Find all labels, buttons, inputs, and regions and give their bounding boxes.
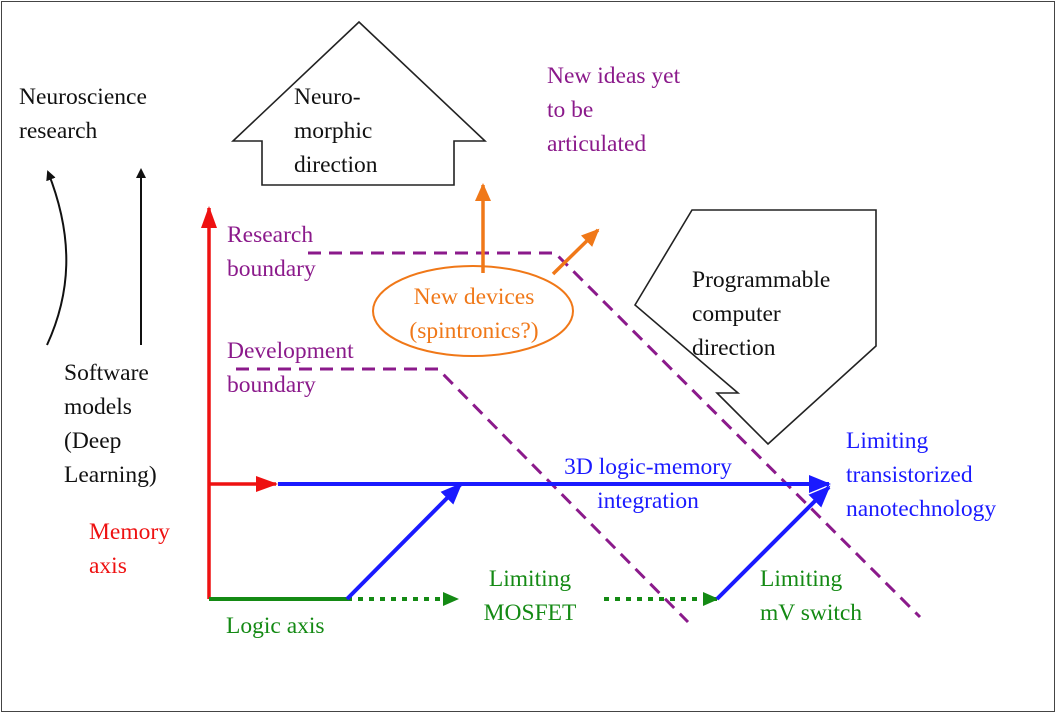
software-models-label: Software models (Deep Learning) xyxy=(64,356,157,492)
programmable-block-arrow xyxy=(633,209,877,446)
programmable-line-2: computer xyxy=(692,301,781,327)
development-boundary-line-2: boundary xyxy=(227,372,316,398)
limiting-mosfet-line-2: MOSFET xyxy=(483,600,577,626)
limiting-mosfet-label: Limiting MOSFET xyxy=(470,562,590,630)
new-devices-label: New devices (spintronics?) xyxy=(379,280,569,348)
new-ideas-line-1: New ideas yet xyxy=(547,63,681,89)
integration-3d-label: 3D logic-memory integration xyxy=(528,450,768,518)
neuroscience-curved-arrow xyxy=(46,170,68,346)
new-ideas-label: New ideas yet to be articulated xyxy=(547,59,680,161)
integration-diagonal-arrow-2 xyxy=(715,485,831,601)
limiting-mv-switch-label: Limiting mV switch xyxy=(760,562,862,630)
new-ideas-line-2: to be xyxy=(547,97,594,123)
limiting-mv-switch-line-2: mV switch xyxy=(760,600,863,626)
limiting-transistorized-line-1: Limiting xyxy=(846,428,929,454)
software-line-3: (Deep xyxy=(64,428,122,454)
software-line-4: Learning) xyxy=(64,462,157,488)
programmable-direction-label: Programmable computer direction xyxy=(692,263,830,365)
development-boundary-line-1: Development xyxy=(227,338,354,364)
neuroscience-line-2: research xyxy=(19,118,98,144)
software-line-1: Software xyxy=(64,360,149,386)
devices-diagonal-arrow xyxy=(551,228,600,276)
neuroscience-line-1: Neuroscience xyxy=(19,84,147,110)
neuromorphic-block-arrow xyxy=(230,20,488,186)
limiting-transistorized-line-2: transistorized xyxy=(846,462,973,488)
software-line-2: models xyxy=(64,394,132,420)
research-boundary-label: Research boundary xyxy=(227,218,316,286)
memory-axis-line-2: axis xyxy=(89,553,127,579)
development-boundary-label: Development boundary xyxy=(227,334,354,402)
memory-axis-label: Memory axis xyxy=(89,515,170,583)
research-boundary-line-1: Research xyxy=(227,222,314,248)
programmable-line-3: direction xyxy=(692,335,776,361)
neuromorphic-line-3: direction xyxy=(294,152,378,178)
limiting-mosfet-line-1: Limiting xyxy=(488,566,572,592)
new-devices-line-1: New devices xyxy=(413,284,535,310)
limiting-transistorized-line-3: nanotechnology xyxy=(846,496,997,522)
programmable-line-1: Programmable xyxy=(692,267,831,293)
memory-axis-line-1: Memory xyxy=(89,519,170,545)
neuromorphic-line-2: morphic xyxy=(294,118,373,144)
research-boundary-line-2: boundary xyxy=(227,256,316,282)
development-boundary-line xyxy=(236,367,690,624)
integration-line-2: integration xyxy=(597,488,699,514)
neuromorphic-direction-label: Neuro- morphic direction xyxy=(294,80,378,182)
neuroscience-research-label: Neuroscience research xyxy=(19,80,147,148)
research-boundary-line xyxy=(308,251,922,619)
limiting-transistorized-label: Limiting transistorized nanotechnology xyxy=(846,424,996,526)
integration-line-1: 3D logic-memory xyxy=(564,454,732,480)
logic-axis-label: Logic axis xyxy=(226,609,325,643)
new-ideas-line-3: articulated xyxy=(547,131,647,157)
new-devices-ellipse xyxy=(372,265,574,357)
logic-axis-line-1: Logic axis xyxy=(226,613,325,639)
new-devices-line-2: (spintronics?) xyxy=(409,318,539,344)
integration-diagonal-arrow-1 xyxy=(345,482,463,601)
neuromorphic-line-1: Neuro- xyxy=(294,84,361,110)
limiting-mv-switch-line-1: Limiting xyxy=(760,566,843,592)
